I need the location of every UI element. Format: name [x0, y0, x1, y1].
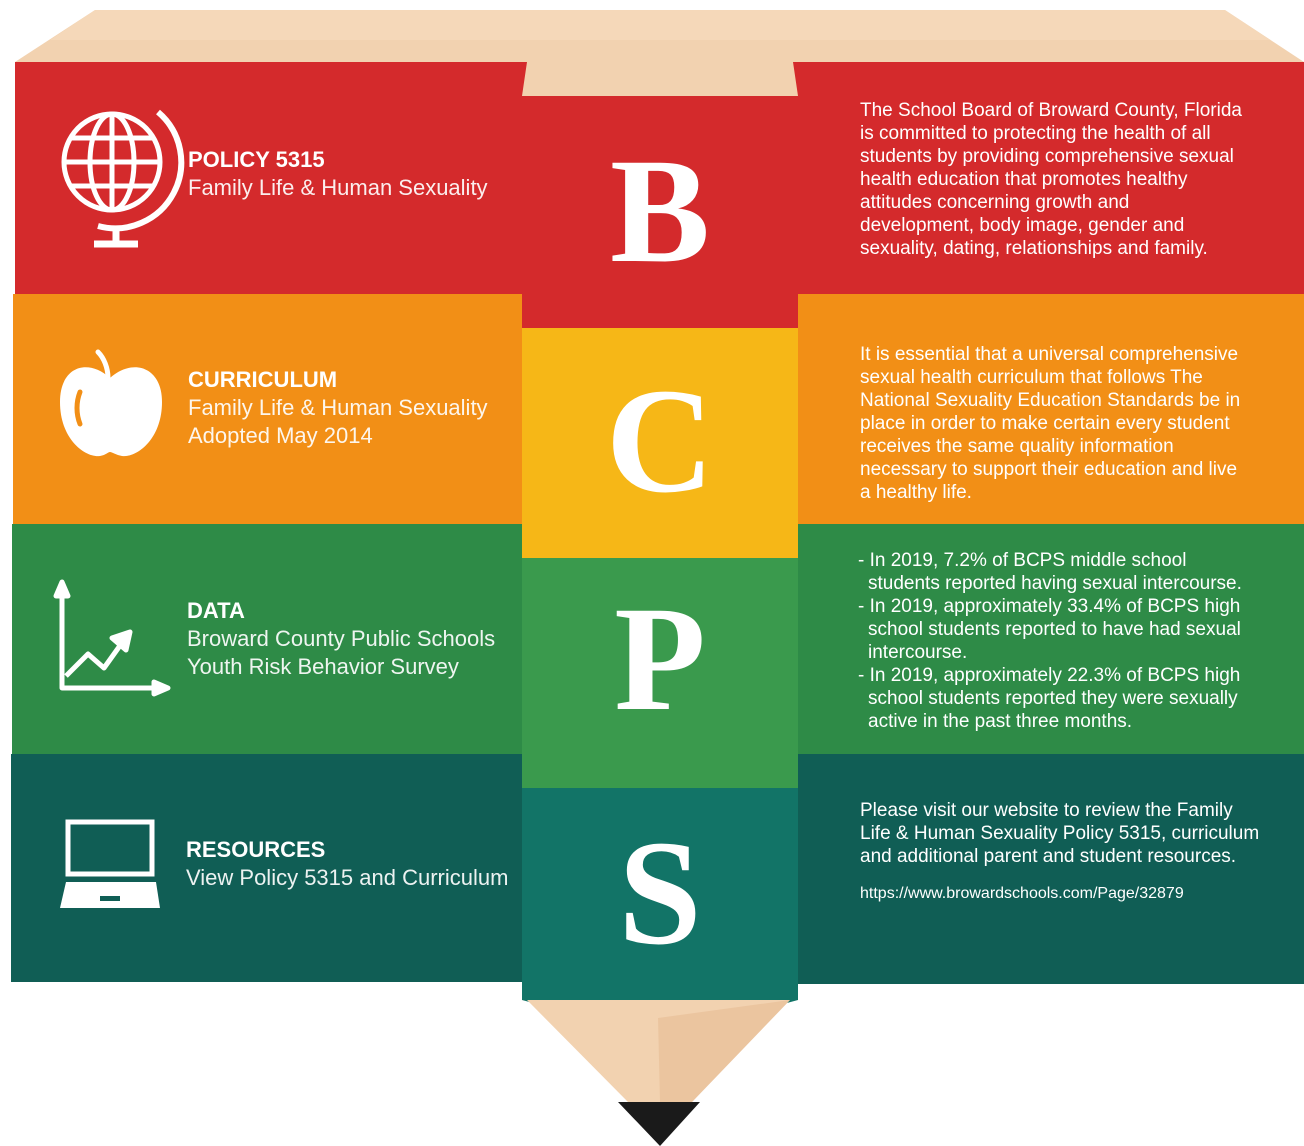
data-subtitle: Broward County Public Schools — [187, 626, 496, 651]
curriculum-description: It is essential that a universal compreh… — [860, 343, 1252, 504]
letter-b: B — [609, 128, 711, 294]
curriculum-subtitle: Family Life & Human Sexuality — [188, 395, 488, 420]
policy-description-text: The School Board of Broward County, Flor… — [860, 100, 1242, 259]
pencil-tip-shade — [658, 1000, 790, 1102]
data-survey: Youth Risk Behavior Survey — [187, 654, 459, 679]
letter-c: C — [605, 358, 715, 524]
statistic-item: In 2019, 7.2% of BCPS middle school stud… — [858, 549, 1256, 595]
curriculum-adopted: Adopted May 2014 — [188, 423, 373, 448]
band-right-orange — [793, 294, 1304, 524]
curriculum-label: CURRICULUM Family Life & Human Sexuality… — [188, 366, 488, 450]
data-heading: DATA — [187, 598, 245, 623]
resources-subtitle: View Policy 5315 and Curriculum — [186, 865, 509, 890]
apple-icon — [60, 349, 162, 457]
top-bevel-inner — [50, 10, 1270, 40]
policy-description: The School Board of Broward County, Flor… — [860, 99, 1248, 260]
resources-url[interactable]: https://www.browardschools.com/Page/3287… — [860, 885, 1184, 902]
band-right-teal — [793, 754, 1304, 984]
data-statistics: In 2019, 7.2% of BCPS middle school stud… — [858, 549, 1256, 733]
resources-description: Please visit our website to review the F… — [860, 799, 1264, 905]
band-right-red — [793, 62, 1304, 294]
resources-heading: RESOURCES — [186, 837, 326, 862]
statistics-list: In 2019, 7.2% of BCPS middle school stud… — [858, 549, 1256, 733]
pencil-lead — [618, 1102, 700, 1146]
letter-p: P — [614, 576, 706, 742]
curriculum-description-text: It is essential that a universal compreh… — [860, 344, 1241, 503]
resources-label: RESOURCES View Policy 5315 and Curriculu… — [186, 836, 508, 892]
center-top-wood — [522, 62, 798, 96]
line-chart-icon — [53, 579, 171, 697]
band-left-red — [15, 62, 527, 294]
policy-label: POLICY 5315 Family Life & Human Sexualit… — [188, 146, 488, 202]
center-yellow — [522, 328, 798, 558]
letter-s: S — [618, 810, 702, 976]
policy-subtitle: Family Life & Human Sexuality — [188, 175, 488, 200]
center-teal — [522, 788, 798, 1000]
center-green — [522, 558, 798, 788]
statistic-item: In 2019, approximately 22.3% of BCPS hig… — [858, 664, 1256, 733]
band-left-green — [12, 524, 527, 754]
globe-icon — [61, 109, 185, 248]
data-label: DATA Broward County Public Schools Youth… — [187, 597, 495, 681]
statistic-item: In 2019, approximately 33.4% of BCPS hig… — [858, 595, 1256, 664]
band-left-teal — [11, 754, 527, 982]
center-red — [522, 96, 798, 328]
curriculum-heading: CURRICULUM — [188, 367, 338, 392]
policy-heading: POLICY 5315 — [188, 147, 325, 172]
laptop-icon — [60, 819, 160, 908]
resources-description-text: Please visit our website to review the F… — [860, 800, 1260, 867]
